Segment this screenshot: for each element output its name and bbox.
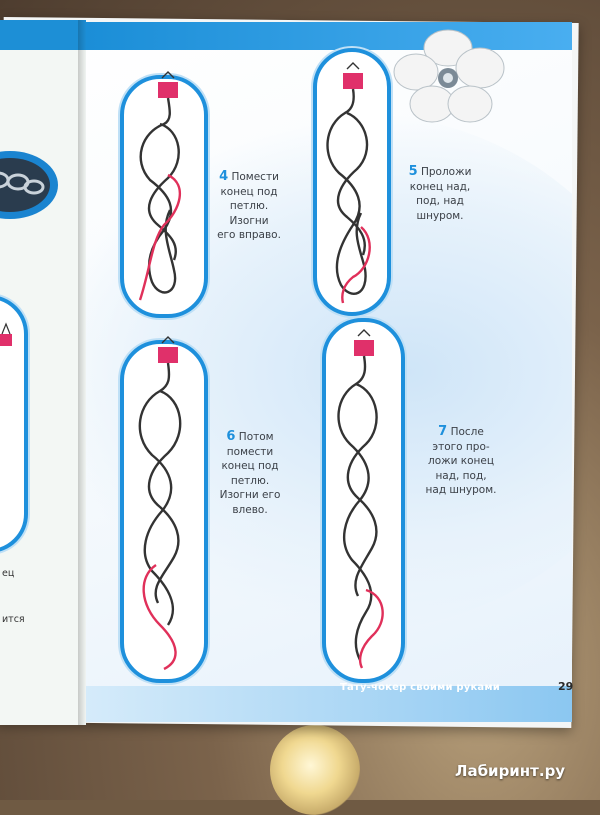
step-5-line-1: Проложи (420, 166, 472, 178)
right-bottom-band (86, 686, 572, 722)
page-number: 29 (558, 680, 574, 693)
step-4-line-1: Помести (231, 171, 279, 183)
step-4-number: 4 (219, 169, 229, 184)
right-top-band (86, 22, 572, 50)
clip-icon (0, 322, 12, 346)
left-page: ец ится (0, 20, 86, 725)
step-7-knot-diagram (337, 329, 384, 669)
flower-icon (393, 29, 505, 123)
step-6-number: 6 (226, 429, 236, 444)
step-7-number: 7 (438, 424, 448, 439)
step-5-number: 5 (408, 164, 418, 179)
footer-title: Тату-чокер своими руками (340, 682, 500, 693)
step-6-knot-diagram (138, 336, 182, 671)
lamp-reflection (270, 725, 360, 815)
left-snippet-1: ец (2, 568, 15, 579)
step-7-panel (322, 318, 405, 683)
chain-oval-image (0, 151, 58, 219)
step-7-line-1: После (450, 426, 484, 438)
left-snippet-2: ится (2, 614, 25, 625)
step-5-panel (313, 48, 391, 316)
step-4-panel (120, 75, 208, 318)
step-5-knot-diagram (326, 62, 371, 304)
left-top-band (0, 20, 86, 50)
watermark: Лабиринт.ру (455, 762, 566, 780)
step-4-knot-diagram (138, 71, 182, 301)
step-6-line-1: Потом (238, 431, 274, 443)
